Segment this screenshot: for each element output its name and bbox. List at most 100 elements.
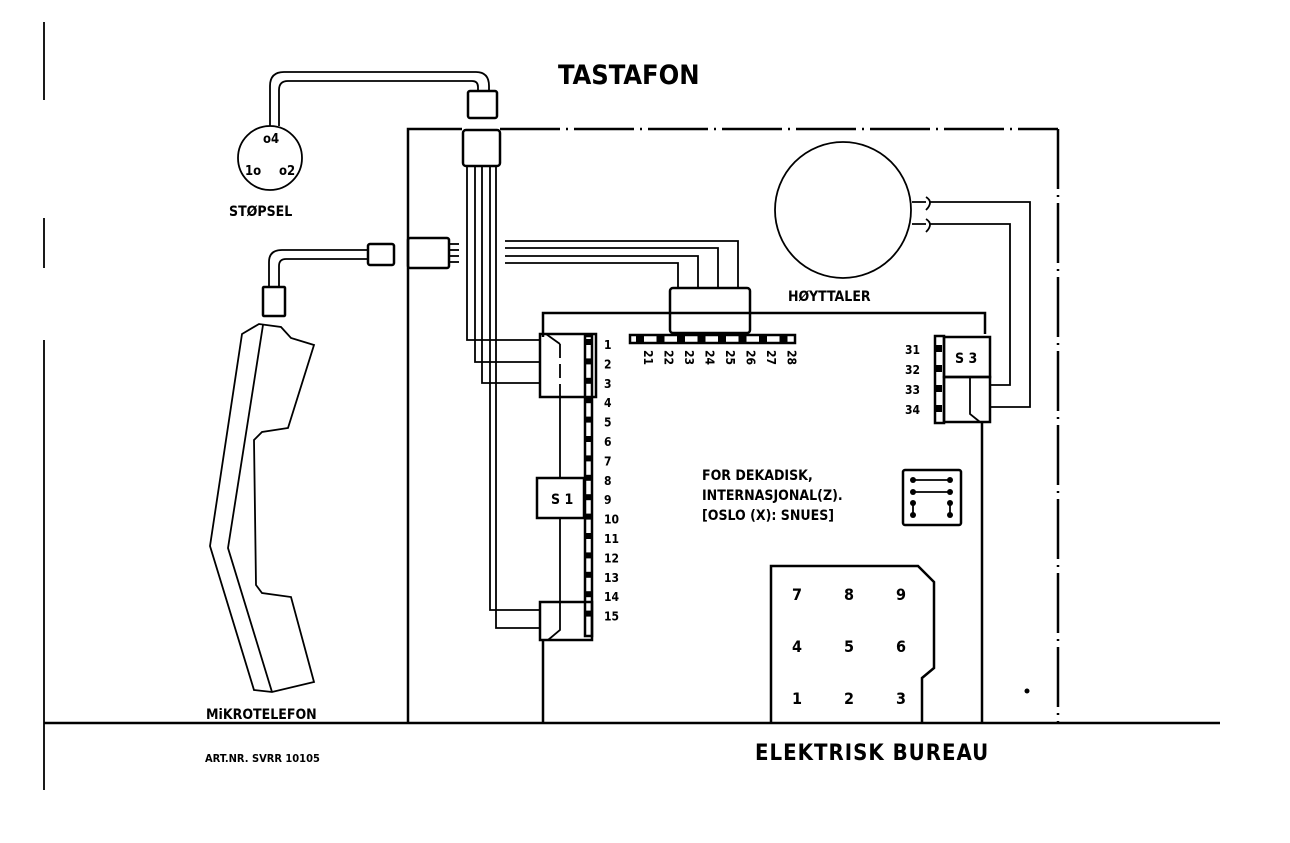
wire-e xyxy=(495,166,540,629)
switch-s3-label: S 3 xyxy=(955,351,977,367)
terminal-label: 13 xyxy=(604,571,619,585)
terminal-label: 5 xyxy=(604,416,612,430)
terminal-label: 8 xyxy=(604,474,612,488)
terminal-pad xyxy=(586,494,591,501)
plug-cable-connector xyxy=(466,89,499,120)
jumper-note-line-1: FOR DEKADISK, xyxy=(702,468,813,484)
terminal-label: 34 xyxy=(905,403,921,417)
terminal-pad xyxy=(586,591,591,598)
speaker-wire-4 xyxy=(505,262,679,288)
plug-pin-1: 1o xyxy=(245,164,261,179)
terminal-label: 4 xyxy=(604,396,612,410)
keypad-key: 1 xyxy=(792,689,802,708)
terminal-label: 33 xyxy=(905,383,920,397)
manufacturer-name: ELEKTRISK BUREAU xyxy=(755,741,989,766)
main-connector xyxy=(461,128,502,168)
plug-pin-4: o4 xyxy=(263,132,279,147)
terminal-pad xyxy=(586,552,591,559)
wire-d xyxy=(489,166,540,611)
speaker-wire-2 xyxy=(505,247,719,288)
terminal-label: 26 xyxy=(744,350,758,365)
terminal-pad xyxy=(586,397,591,404)
terminal-label: 9 xyxy=(604,493,612,507)
terminal-label: 7 xyxy=(604,454,612,468)
speaker-wire-3 xyxy=(505,255,699,288)
handset-cable-outer xyxy=(268,249,368,287)
terminal-label: 15 xyxy=(604,610,619,624)
terminal-pad xyxy=(586,533,591,539)
terminal-label: 28 xyxy=(785,350,799,365)
jumper-note-line-3: [OSLO (X): SNUES] xyxy=(702,508,834,524)
speaker-wire-a xyxy=(930,201,1031,408)
switch-s3-lower xyxy=(942,375,992,424)
switch-contact xyxy=(547,602,561,641)
terminal-label: 21 xyxy=(641,350,655,365)
wire-b xyxy=(474,166,540,363)
switch-s1-label: S 1 xyxy=(551,492,573,508)
plug-cable-inner xyxy=(278,80,479,126)
hook-switch-upper xyxy=(538,332,598,399)
speaker-label: HØYTTALER xyxy=(788,289,871,305)
jumper-block xyxy=(901,468,963,527)
terminal-pad xyxy=(936,345,942,352)
plug-cable-outer xyxy=(269,71,490,126)
wire-a xyxy=(466,166,540,341)
speaker-terminal-2 xyxy=(912,218,931,233)
jumper-note-line-2: INTERNASJONAL(Z). xyxy=(702,488,843,504)
plug: o4 1o o2 STØPSEL xyxy=(229,125,303,220)
upper-switch-block xyxy=(668,286,752,335)
terminal-pad xyxy=(586,571,591,578)
speaker-terminal-1 xyxy=(912,196,931,211)
terminal-pad xyxy=(586,513,591,520)
terminal-pad xyxy=(677,336,685,342)
handset-socket xyxy=(406,236,451,270)
terminal-pad xyxy=(586,377,591,384)
terminal-label: 2 xyxy=(604,357,612,371)
jumper-frame xyxy=(901,468,963,527)
terminal-pad xyxy=(936,405,942,412)
terminal-pad xyxy=(586,358,591,365)
terminal-pad xyxy=(656,336,665,342)
keypad-key: 2 xyxy=(844,689,854,708)
terminal-strip-top xyxy=(628,333,797,345)
article-number: ART.NR. SVRR 10105 xyxy=(205,752,320,765)
plug-pin-2: o2 xyxy=(279,164,295,179)
terminal-pad xyxy=(738,336,747,342)
terminal-label: 27 xyxy=(764,350,778,365)
hook-switch-lower xyxy=(538,600,594,642)
speaker-wire-1 xyxy=(505,240,739,288)
terminal-pad xyxy=(586,436,591,442)
speaker xyxy=(774,141,912,279)
terminal-pad xyxy=(779,336,788,342)
terminal-pad xyxy=(586,416,591,423)
switch-contact xyxy=(969,378,981,423)
keypad-key: 3 xyxy=(896,689,906,708)
keypad-key: 5 xyxy=(844,637,854,656)
terminal-label: 24 xyxy=(703,350,717,366)
terminal-pad xyxy=(586,474,591,481)
handset-cable-connector xyxy=(261,285,287,318)
handset-cable-inner xyxy=(278,258,368,287)
wire-c xyxy=(481,166,540,384)
terminal-pad xyxy=(636,336,644,342)
dot-mark xyxy=(1024,688,1030,694)
keypad-key: 7 xyxy=(792,585,802,604)
terminal-label: 3 xyxy=(604,377,612,391)
terminal-pad xyxy=(586,455,591,462)
keypad-key: 8 xyxy=(844,585,854,604)
diagram-title: TASTAFON xyxy=(558,60,700,91)
handset-label: MiKROTELEFON xyxy=(206,707,317,723)
terminal-pad xyxy=(697,336,706,342)
terminal-label: 31 xyxy=(905,343,920,357)
handset-cable-plug xyxy=(366,242,396,267)
terminal-pad xyxy=(936,365,942,372)
terminal-label: 22 xyxy=(662,350,676,365)
terminal-label: 10 xyxy=(604,513,619,527)
terminal-label: 11 xyxy=(604,532,619,546)
keypad-outline xyxy=(769,564,936,723)
terminal-label: 32 xyxy=(905,363,920,377)
terminal-label: 25 xyxy=(723,350,737,365)
speaker-wire-b xyxy=(930,223,1011,386)
terminal-label: 1 xyxy=(604,338,612,352)
